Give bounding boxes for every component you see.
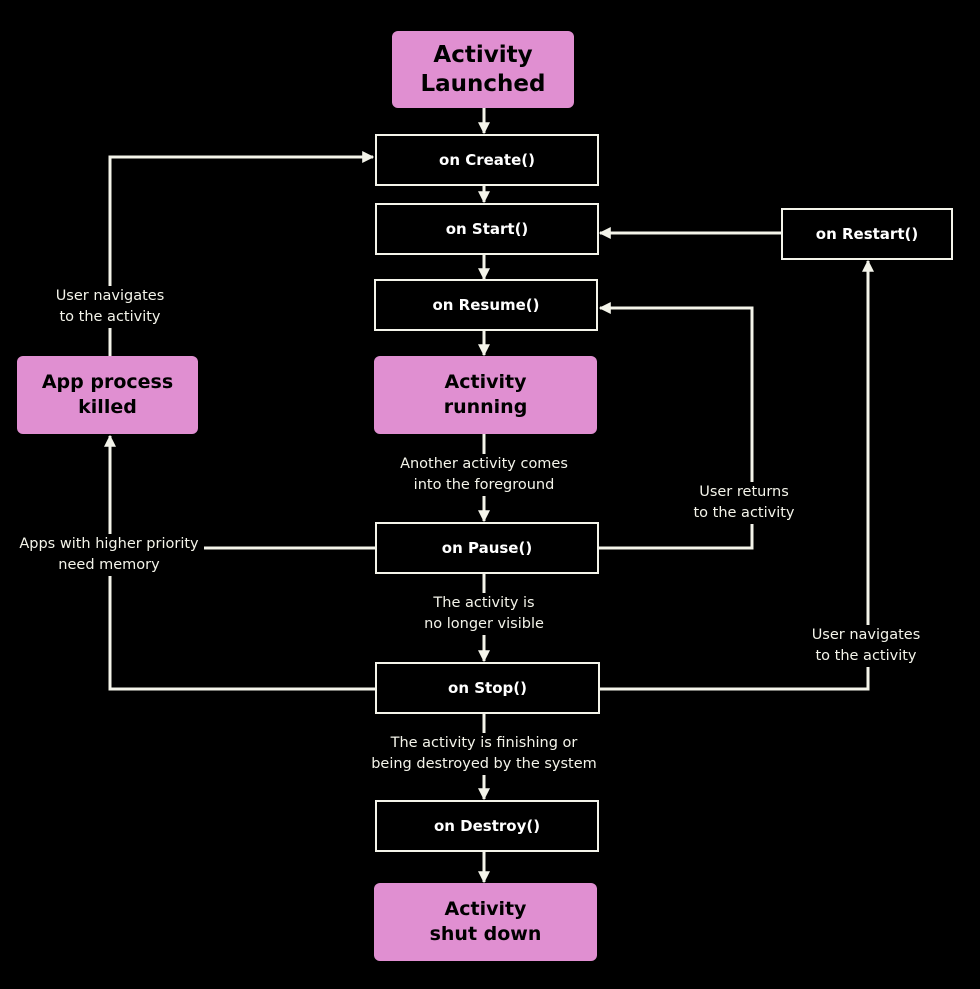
label-another-activity: Another activity comes into the foregrou… — [392, 454, 576, 496]
arrow-stop-to-killed — [104, 434, 375, 691]
on-restart-box: on Restart() — [781, 208, 953, 260]
on-create-box: on Create() — [375, 134, 599, 186]
label-user-returns: User returns to the activity — [690, 482, 798, 524]
activity-running-state: Activity running — [374, 356, 597, 434]
app-process-killed-state: App process killed — [17, 356, 198, 434]
label-finishing: The activity is finishing or being destr… — [370, 733, 598, 775]
on-destroy-box: on Destroy() — [375, 800, 599, 852]
on-resume-box: on Resume() — [374, 279, 598, 331]
arrow-pause-to-resume — [598, 302, 754, 550]
on-stop-box: on Stop() — [375, 662, 600, 714]
label-user-navigates-right: User navigates to the activity — [806, 625, 926, 667]
arrow-stop-to-restart — [599, 259, 874, 691]
activity-launched-state: Activity Launched — [392, 31, 574, 108]
on-pause-box: on Pause() — [375, 522, 599, 574]
label-higher-priority: Apps with higher priority need memory — [14, 534, 204, 576]
activity-shut-down-state: Activity shut down — [374, 883, 597, 961]
label-user-navigates-left: User navigates to the activity — [50, 286, 170, 328]
on-start-box: on Start() — [375, 203, 599, 255]
label-no-longer-visible: The activity is no longer visible — [418, 593, 550, 635]
